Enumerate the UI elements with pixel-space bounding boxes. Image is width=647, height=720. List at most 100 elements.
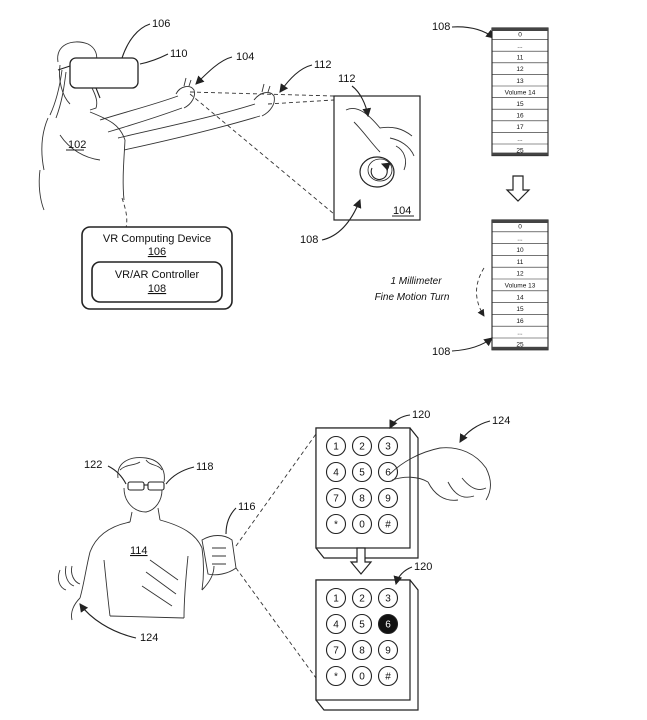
volume-row: 16 — [516, 113, 524, 120]
volume-row: 25 — [516, 341, 524, 348]
keypad-key-label: 7 — [333, 646, 339, 657]
volume-row: 12 — [516, 271, 524, 278]
keypad-key[interactable] — [377, 613, 399, 635]
knob-inset — [333, 95, 421, 221]
keypad-key[interactable] — [351, 587, 373, 609]
ref-104-inset: 104 — [393, 205, 411, 217]
volume-row: 17 — [516, 124, 524, 131]
keypad-key-label: 1 — [333, 442, 339, 453]
fine-motion-line2: Fine Motion Turn — [375, 292, 450, 303]
ref-108-inset: 108 — [300, 234, 318, 246]
volume-row: 10 — [516, 247, 524, 254]
keypad-key[interactable] — [351, 665, 373, 687]
keypad-key-label: 5 — [359, 620, 365, 631]
ref-108-list-bottom: 108 — [432, 346, 450, 358]
ar-user-illustration — [57, 457, 237, 621]
keypad-key[interactable] — [377, 513, 399, 535]
keypad-key-label: 8 — [359, 494, 365, 505]
ref-112-top: 112 — [314, 59, 332, 71]
keypad-key-label: 8 — [359, 646, 365, 657]
keypad-key-label: 0 — [359, 520, 365, 531]
keypad-key-label: 5 — [359, 468, 365, 479]
keypad-key-label: 1 — [333, 594, 339, 605]
keypad-key[interactable] — [351, 461, 373, 483]
keypad-key[interactable] — [351, 513, 373, 535]
ref-124-bottom: 124 — [140, 632, 158, 644]
keypad-key[interactable] — [351, 487, 373, 509]
ref-118: 118 — [196, 461, 214, 473]
keypad-key[interactable] — [377, 435, 399, 457]
keypad-key-label: 3 — [385, 442, 391, 453]
ref-112-inset: 112 — [338, 73, 356, 85]
keypad-key-label: 6 — [385, 468, 391, 479]
keypad-key[interactable] — [325, 613, 347, 635]
keypad-key-label: 9 — [385, 494, 391, 505]
keypad-key-label: * — [334, 672, 338, 683]
ref-114: 114 — [130, 545, 148, 557]
keypad-key[interactable] — [325, 587, 347, 609]
ref-116: 116 — [238, 501, 256, 513]
keypad-key-label: * — [334, 520, 338, 531]
keypad-key[interactable] — [377, 639, 399, 661]
ref-120-top: 120 — [412, 409, 430, 421]
keypad-key-label: 9 — [385, 646, 391, 657]
keypad-key-label: 3 — [385, 594, 391, 605]
keypad-key-label: 7 — [333, 494, 339, 505]
volume-row: 25 — [516, 147, 524, 154]
volume-row: 0 — [518, 31, 522, 38]
volume-row: ... — [517, 136, 523, 143]
volume-row: 11 — [517, 259, 524, 266]
keypad-key[interactable] — [325, 435, 347, 457]
ref-124-top: 124 — [492, 415, 510, 427]
computing-device-label: VR Computing Device — [103, 233, 211, 245]
down-arrow-volume — [505, 175, 531, 202]
keypad-key[interactable] — [377, 665, 399, 687]
ref-108-list-top: 108 — [432, 21, 450, 33]
volume-row: 12 — [516, 66, 524, 73]
keypad-key-label: 2 — [359, 442, 365, 453]
fine-motion-line1: 1 Millimeter — [390, 276, 442, 287]
controller-ref: 108 — [148, 283, 166, 295]
volume-row: ... — [517, 235, 523, 242]
vr-computing-device-box: VR Computing Device 106 VR/AR Controller… — [81, 226, 233, 310]
keypad-key-label: 0 — [359, 672, 365, 683]
volume-row: Volume 14 — [505, 89, 536, 96]
keypad-key-label: # — [385, 520, 391, 531]
keypad-key-label: 4 — [333, 468, 339, 479]
keypad-key[interactable] — [351, 435, 373, 457]
volume-row: 14 — [516, 294, 524, 301]
vr-user-illustration — [38, 41, 275, 229]
keypad-key[interactable] — [325, 639, 347, 661]
ref-104: 104 — [236, 51, 254, 63]
keypad-key[interactable] — [351, 613, 373, 635]
keypad-key[interactable] — [377, 487, 399, 509]
pointing-hand — [389, 447, 491, 501]
keypad-key[interactable] — [325, 665, 347, 687]
ref-110: 110 — [170, 48, 188, 60]
down-arrow-keypad — [349, 547, 373, 575]
ref-102: 102 — [68, 139, 86, 151]
keypad-key[interactable] — [325, 461, 347, 483]
keypad-key[interactable] — [351, 639, 373, 661]
volume-row: 13 — [516, 78, 524, 85]
volume-row: Volume 13 — [505, 282, 536, 289]
ref-106-headset: 106 — [152, 18, 170, 30]
volume-row: 11 — [517, 55, 524, 62]
volume-row: 15 — [516, 306, 524, 313]
keypad-key[interactable] — [377, 461, 399, 483]
keypad-key[interactable] — [325, 513, 347, 535]
volume-row: ... — [517, 43, 523, 50]
keypad-key[interactable] — [377, 587, 399, 609]
ref-122: 122 — [84, 459, 102, 471]
volume-row: 16 — [516, 318, 524, 325]
keypad-key-label: # — [385, 672, 391, 683]
keypad-key[interactable] — [325, 487, 347, 509]
volume-row: ... — [517, 330, 523, 337]
keypad-key-label: 6 — [385, 620, 391, 631]
keypad-key-label: 4 — [333, 620, 339, 631]
keypad-before: 1 2 3 4 5 6 7 8 9 * 0 # — [315, 427, 419, 559]
